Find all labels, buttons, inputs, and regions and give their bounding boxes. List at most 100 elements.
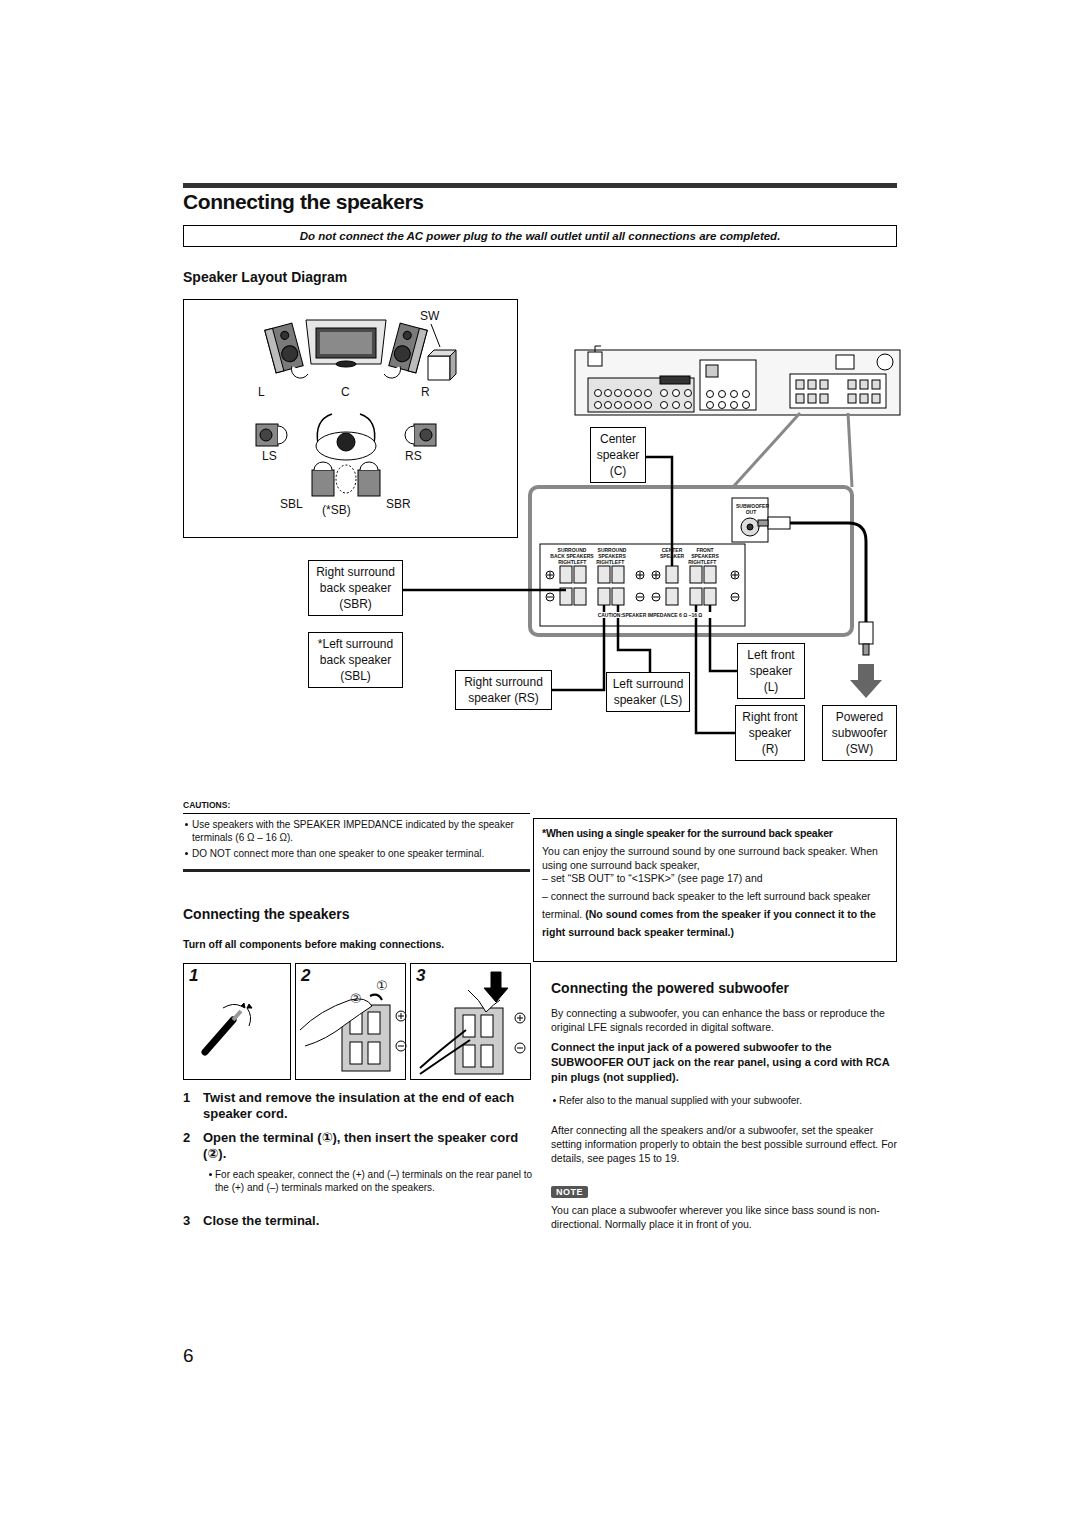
- receiver-rear-panel: [848, 394, 856, 403]
- receiver-rear-panel: [625, 402, 632, 409]
- paragraph: You can place a subwoofer wherever you l…: [551, 1203, 897, 1231]
- node-heading: Right front speaker (R): [739, 709, 801, 757]
- receiver-rear-panel: [615, 402, 622, 409]
- node-heading: Right surround speaker (RS): [459, 674, 548, 706]
- receiver-rear-panel: [877, 354, 893, 370]
- receiver-rear-panel: [615, 390, 622, 397]
- receiver-rear-panel: [796, 380, 804, 389]
- node-text: DO NOT connect more than one speaker to …: [183, 847, 530, 860]
- speaker-layout-illustration: [414, 424, 436, 446]
- speaker-label-box: Center speaker (C): [590, 427, 646, 483]
- channel-label: SBL: [280, 497, 303, 511]
- step-illustrations: [455, 1008, 503, 1074]
- receiver-rear-panel: [661, 402, 668, 409]
- step-panel: 2: [295, 963, 406, 1080]
- terminal-label: LEFT: [572, 559, 588, 565]
- receiver-rear-panel: [605, 390, 612, 397]
- terminal-panel-closeup: [666, 588, 678, 605]
- terminal-panel-closeup: [530, 487, 852, 635]
- speaker-layout-illustration: [278, 426, 287, 444]
- step-illustrations: [484, 972, 508, 1002]
- subwoofer-cable: [850, 664, 882, 698]
- speaker-layout-illustration: [320, 332, 372, 354]
- receiver-rear-panel: [605, 402, 612, 409]
- receiver-rear-panel: [700, 360, 756, 410]
- terminal-panel-closeup: [690, 588, 702, 605]
- terminal-panel-closeup: [560, 566, 716, 605]
- receiver-rear-panel: [660, 376, 690, 384]
- node-heading: Do not connect the AC power plug to the …: [190, 230, 890, 242]
- speaker-layout-illustration: [431, 324, 440, 347]
- speaker-layout-illustration: [384, 323, 427, 378]
- node-heading: 2: [296, 964, 315, 988]
- step-illustrations: [350, 1042, 362, 1064]
- receiver-rear-panel: [595, 346, 601, 352]
- terminal-panel-closeup: [530, 487, 852, 635]
- step-illustrations: [517, 1015, 523, 1048]
- speaker-layout-illustration: [336, 361, 356, 367]
- terminal-panel-closeup: [704, 588, 716, 605]
- receiver-rear-panel: [860, 394, 868, 403]
- receiver-rear-panel: [743, 391, 750, 398]
- terminal-label: SURROUND SPEAKERS: [596, 547, 628, 559]
- speaker-layout-illustration: [336, 465, 356, 493]
- channel-label: C: [341, 385, 350, 399]
- terminal-label: CENTER SPEAKER: [660, 547, 684, 559]
- jack-label: SUBWOOFER OUT: [736, 503, 766, 515]
- speaker-layout-illustration: [384, 366, 401, 378]
- node-text: (No sound comes from the speaker if you …: [542, 908, 876, 938]
- speaker-layout-illustration: [405, 426, 414, 444]
- step-text: Open the terminal (①), then insert the s…: [203, 1130, 533, 1162]
- terminal-panel-closeup: [732, 498, 768, 542]
- node-text: You can enjoy the surround sound by one …: [542, 845, 888, 872]
- node-heading: 1: [184, 964, 203, 988]
- speaker-layout-illustration: [428, 356, 450, 380]
- speaker-layout-illustration: [358, 470, 380, 496]
- step-illustrations: [205, 972, 525, 1074]
- speaker-layout-illustration: [360, 462, 378, 470]
- speaker-wire: [403, 589, 566, 592]
- speaker-layout-illustration: [256, 320, 456, 496]
- speaker-layout-illustration: [256, 424, 278, 446]
- receiver-rear-panel: [707, 391, 750, 409]
- node-heading: NOTE: [556, 1187, 583, 1197]
- section-heading: Connecting the powered subwoofer: [551, 980, 789, 997]
- speaker-layout-illustration: [280, 330, 290, 340]
- step-illustrations: [463, 1015, 475, 1037]
- step-illustrations: [481, 1015, 493, 1037]
- channel-label: L: [258, 385, 265, 399]
- terminal-panel-closeup: [560, 566, 572, 583]
- node-heading: 3: [411, 964, 430, 988]
- terminal-panel-closeup: [540, 544, 745, 626]
- receiver-rear-panel: [743, 402, 750, 409]
- node-heading: Speaker Layout Diagram: [183, 269, 347, 285]
- node-heading: Center speaker (C): [594, 431, 642, 479]
- step-number: 2: [183, 1130, 190, 1146]
- speaker-label-box: Left front speaker (L): [737, 643, 805, 699]
- receiver-rear-panel: [731, 402, 738, 409]
- terminal-panel-closeup: [741, 518, 759, 536]
- step-panel: 3: [410, 963, 531, 1080]
- receiver-rear-panel: [588, 352, 602, 366]
- receiver-rear-panel: [820, 394, 828, 403]
- receiver-rear-panel: [848, 380, 856, 389]
- instruction: Turn off all components before making co…: [183, 938, 444, 951]
- step-illustrations: [370, 995, 382, 1000]
- terminal-panel-closeup: [546, 571, 739, 601]
- step-illustrations: [398, 1013, 404, 1046]
- terminal-panel-closeup: [598, 566, 610, 583]
- title-rule: [183, 183, 897, 188]
- receiver-rear-panel: [685, 390, 692, 397]
- terminal-panel-closeup: [612, 566, 624, 583]
- receiver-rear-panel: [820, 380, 828, 389]
- title-rule: [183, 183, 897, 188]
- step-illustrations: [463, 1045, 475, 1067]
- subwoofer-cable: [790, 523, 866, 622]
- speaker-label-box: Right surround back speaker (SBR): [308, 560, 403, 616]
- speaker-label-box: *Left surround back speaker (SBL): [308, 632, 403, 688]
- terminal-label: RIGHT: [596, 559, 612, 565]
- receiver-rear-panel: [707, 402, 714, 409]
- terminal-panel-closeup: [574, 566, 586, 583]
- receiver-rear-panel: [595, 390, 692, 409]
